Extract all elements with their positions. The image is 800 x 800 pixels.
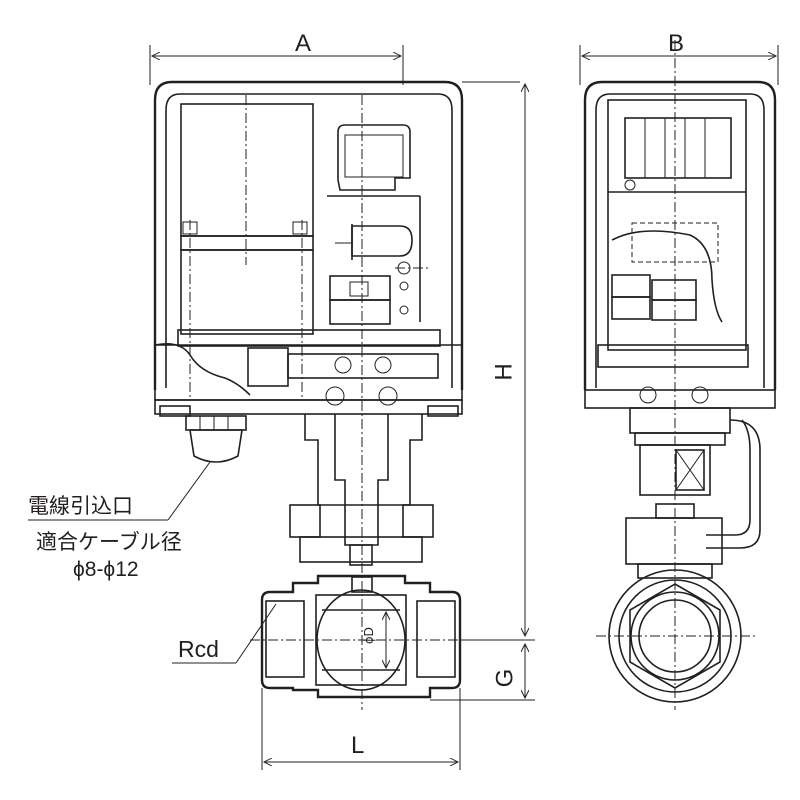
callout-leaders xyxy=(28,461,277,664)
dimension-label-g: G xyxy=(491,668,519,688)
dimension-h-g xyxy=(430,84,535,701)
dimension-label-l: L xyxy=(351,732,365,759)
dimension-l xyxy=(261,688,461,770)
cable-size-label: 適合ケーブル径 xyxy=(36,531,182,554)
side-view xyxy=(579,40,779,710)
front-view xyxy=(28,45,535,770)
cable-gland xyxy=(185,415,247,463)
limit-switch-assembly xyxy=(327,124,428,325)
dimension-label-a: A xyxy=(295,30,312,57)
dimension-label-h: H xyxy=(490,363,518,381)
stem-bracket xyxy=(289,95,434,710)
dimension-a xyxy=(149,45,404,85)
motor xyxy=(180,95,314,400)
cable-size-value: ϕ8-ϕ12 xyxy=(73,558,139,581)
actuator-cover xyxy=(153,80,520,390)
dimension-b xyxy=(579,45,779,85)
thread-label: Rcd xyxy=(178,636,219,662)
actuator-base xyxy=(154,329,463,417)
cable-entry-label: 電線引込口 xyxy=(28,495,133,518)
ball-valve-body xyxy=(250,574,475,699)
dimension-label-d: ϕD xyxy=(360,627,376,644)
dimension-label-b: B xyxy=(668,30,685,57)
